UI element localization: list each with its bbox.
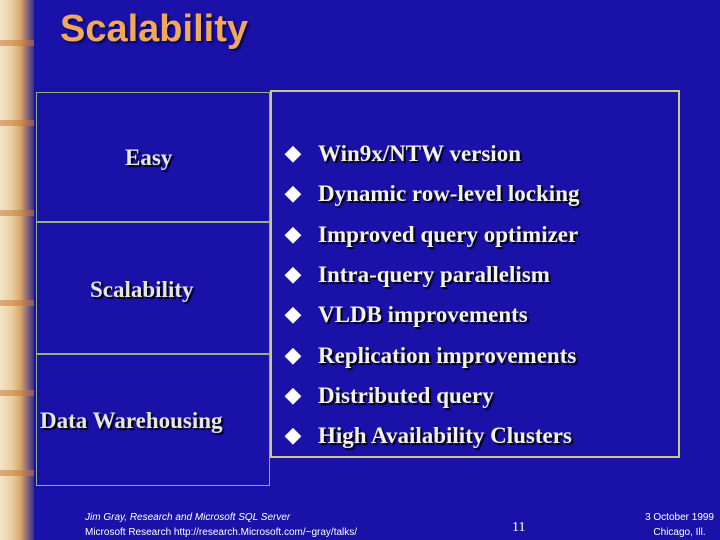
deco-stripe (0, 210, 34, 216)
list-item: ◆ VLDB improvements (282, 295, 580, 335)
list-item: ◆ Distributed query (282, 376, 580, 416)
diamond-bullet-icon: ◆ (284, 141, 302, 167)
feature-text: Replication improvements (318, 342, 577, 368)
footer-author: Jim Gray, Research and Microsoft SQL Ser… (85, 512, 291, 523)
diamond-bullet-icon: ◆ (284, 181, 302, 207)
deco-stripe (0, 40, 34, 46)
feature-text: Dynamic row-level locking (318, 181, 580, 207)
deco-stripe (0, 300, 34, 306)
category-label-data-warehousing: Data Warehousing (40, 408, 223, 433)
category-box-data-warehousing (36, 354, 270, 486)
list-item: ◆ High Availability Clusters (282, 416, 580, 456)
diamond-bullet-icon: ◆ (284, 382, 302, 408)
deco-stripe (0, 120, 34, 126)
diamond-bullet-icon: ◆ (284, 342, 302, 368)
feature-text: High Availability Clusters (318, 423, 572, 449)
feature-text: Win9x/NTW version (318, 141, 521, 167)
left-decoration-strip (0, 0, 34, 540)
feature-list: ◆ Win9x/NTW version ◆ Dynamic row-level lo… (282, 134, 580, 456)
diamond-bullet-icon: ◆ (284, 262, 302, 288)
feature-text: Improved query optimizer (318, 221, 579, 247)
diamond-bullet-icon: ◆ (284, 423, 302, 449)
feature-text: Intra-query parallelism (318, 262, 550, 288)
footer-url: Microsoft Research http://research.Micro… (85, 527, 358, 538)
deco-stripe (0, 470, 34, 476)
list-item: ◆ Intra-query parallelism (282, 255, 580, 295)
slide-title: Scalability (60, 8, 248, 50)
category-label-easy: Easy (125, 145, 173, 170)
diamond-bullet-icon: ◆ (284, 302, 302, 328)
list-item: ◆ Win9x/NTW version (282, 134, 580, 174)
category-panel (36, 92, 270, 486)
page-number: 11 (512, 520, 526, 535)
footer-date: 3 October 1999 (645, 512, 714, 523)
diamond-bullet-icon: ◆ (284, 221, 302, 247)
footer-place: Chicago, Ill. (653, 527, 706, 538)
feature-text: VLDB improvements (318, 302, 528, 328)
list-item: ◆ Dynamic row-level locking (282, 174, 580, 214)
category-box-scalability (36, 222, 270, 354)
feature-text: Distributed query (318, 382, 494, 408)
feature-panel (270, 90, 680, 458)
list-item: ◆ Replication improvements (282, 335, 580, 375)
category-label-scalability: Scalability (90, 277, 194, 302)
footer-credits: Jim Gray, Research and Microsoft SQL Ser… (85, 510, 357, 540)
footer-date-place: 3 October 1999 Chicago, Ill. (645, 510, 714, 540)
category-box-easy (36, 92, 270, 222)
deco-stripe (0, 390, 34, 396)
list-item: ◆ Improved query optimizer (282, 215, 580, 255)
